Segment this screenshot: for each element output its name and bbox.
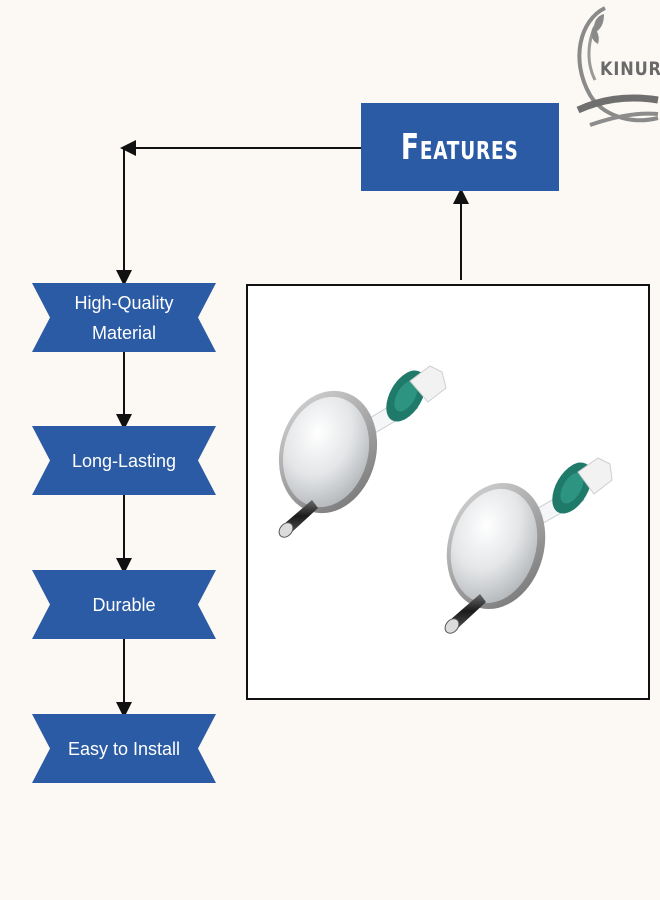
feature-item-label: Easy to Install <box>67 738 181 759</box>
logo-wordmark: KINUR <box>600 58 660 80</box>
ribbon-shape <box>32 714 216 783</box>
ribbon-shape <box>32 426 216 495</box>
ribbon-shape <box>32 283 216 352</box>
hinge-1 <box>278 365 447 538</box>
feature-item-easy-to-install: Easy to Install <box>32 714 216 783</box>
features-header-box: Features <box>361 103 559 191</box>
feature-item-label: Durable <box>92 594 156 615</box>
ribbon-shape <box>32 570 216 639</box>
feature-item-long-lasting: Long-Lasting <box>32 426 216 495</box>
feature-item-label: Long-Lasting <box>71 450 177 471</box>
feature-item-high-quality-material: High-Quality Material <box>32 283 216 352</box>
feature-item-label: High-Quality Material <box>74 292 174 343</box>
features-title: Features <box>401 126 519 168</box>
kinur-logo <box>576 6 659 127</box>
feature-item-durable: Durable <box>32 570 216 639</box>
hinge-2 <box>444 457 613 634</box>
product-photo-frame <box>246 284 650 700</box>
toilet-seat-hinge-pair-image <box>278 365 613 634</box>
